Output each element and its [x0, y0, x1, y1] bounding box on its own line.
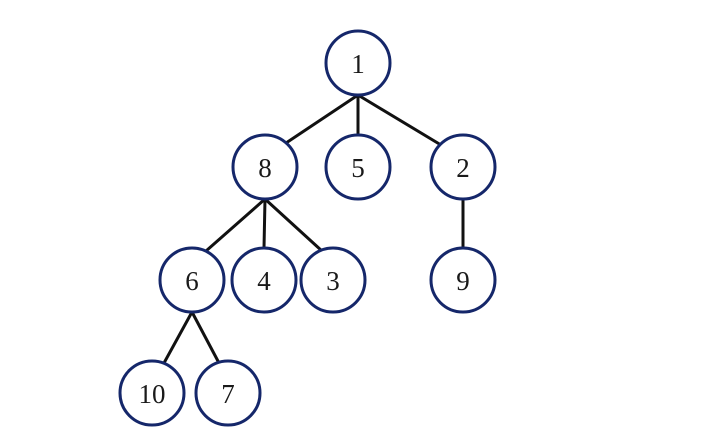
node-circle-1[interactable]: [324, 29, 392, 97]
tree-node-2[interactable]: 2: [429, 133, 497, 201]
tree-node-8[interactable]: 8: [231, 133, 299, 201]
tree-node-3[interactable]: 3: [299, 246, 367, 314]
tree-edge-1-8: [284, 93, 360, 145]
tree-node-9[interactable]: 9: [429, 246, 497, 314]
node-circle-5[interactable]: [324, 133, 392, 201]
node-circle-4[interactable]: [230, 246, 298, 314]
edges-group: [162, 93, 465, 365]
node-circle-6[interactable]: [158, 246, 226, 314]
tree-node-4[interactable]: 4: [230, 246, 298, 314]
node-circle-9[interactable]: [429, 246, 497, 314]
nodes-group: 1 8 5 2 6 4 3 9 10 7: [118, 29, 497, 427]
tree-edge-6-10: [162, 310, 194, 365]
tree-node-6[interactable]: 6: [158, 246, 226, 314]
tree-edge-8-6: [204, 197, 267, 253]
tree-node-5[interactable]: 5: [324, 133, 392, 201]
tree-node-1[interactable]: 1: [324, 29, 392, 97]
node-circle-10[interactable]: [118, 359, 186, 427]
tree-edge-8-3: [263, 197, 324, 253]
node-label-3: 3: [326, 266, 340, 296]
node-label-8: 8: [258, 153, 272, 183]
tree-node-10[interactable]: 10: [118, 359, 186, 427]
tree-edge-6-7: [190, 310, 221, 365]
node-label-6: 6: [185, 266, 199, 296]
tree-edge-1-2: [356, 93, 443, 147]
node-label-1: 1: [351, 49, 365, 79]
node-circle-2[interactable]: [429, 133, 497, 201]
node-label-9: 9: [456, 266, 470, 296]
node-label-2: 2: [456, 153, 470, 183]
node-label-5: 5: [351, 153, 365, 183]
node-label-10: 10: [139, 379, 166, 409]
tree-edge-8-4: [262, 197, 267, 250]
node-circle-7[interactable]: [194, 359, 262, 427]
tree-node-7[interactable]: 7: [194, 359, 262, 427]
node-circle-3[interactable]: [299, 246, 367, 314]
node-circle-8[interactable]: [231, 133, 299, 201]
node-label-7: 7: [221, 379, 235, 409]
node-label-4: 4: [257, 266, 271, 296]
